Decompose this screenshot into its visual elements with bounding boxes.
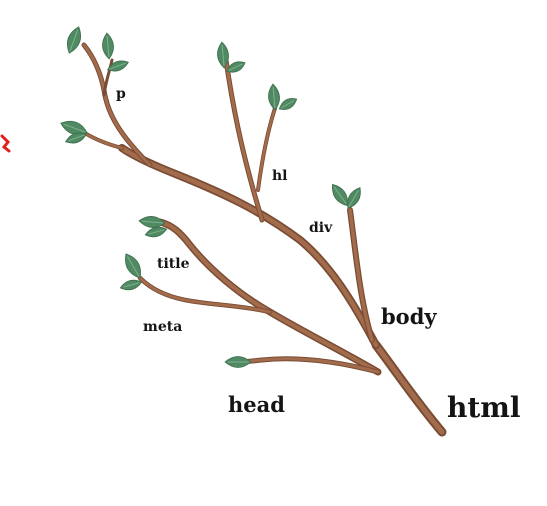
leaf-icon xyxy=(347,187,361,209)
leaf-icon xyxy=(278,98,298,110)
leaf-icon xyxy=(138,216,166,228)
leaf-icon xyxy=(332,183,348,207)
leaf-icon xyxy=(125,253,141,279)
leaf-icon xyxy=(217,41,229,69)
label-body: body xyxy=(381,304,437,329)
label-head: head xyxy=(228,392,285,417)
label-html: html xyxy=(447,391,521,424)
leaf-icon xyxy=(268,83,280,111)
leaf-icon xyxy=(65,132,87,144)
leaf-icon xyxy=(102,32,114,60)
label-p: p xyxy=(116,86,126,102)
label-h1: hl xyxy=(272,168,288,184)
label-title: title xyxy=(157,256,190,272)
leaf-icon xyxy=(226,61,246,73)
meta-branch xyxy=(137,275,273,315)
leaf-icon xyxy=(107,60,129,72)
leaf-icon xyxy=(66,26,82,54)
leaf-icon xyxy=(144,226,168,238)
label-meta: meta xyxy=(143,319,183,335)
leaf-icon xyxy=(119,279,143,291)
leaf-icon xyxy=(224,356,252,368)
red-accent-mark xyxy=(0,134,11,153)
label-div: div xyxy=(309,220,333,236)
